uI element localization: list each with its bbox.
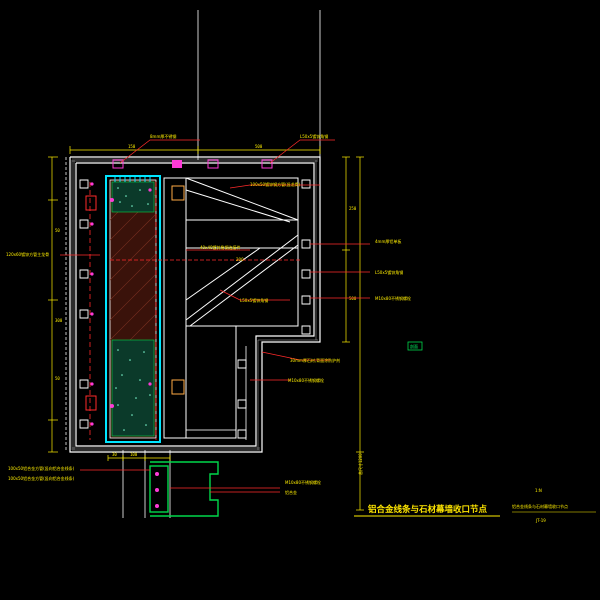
label-right-2: L50x5镀锌角钢 [375,269,403,275]
dimension-left [48,156,58,453]
steel-frame-right [163,177,299,439]
outer-frame [65,156,321,453]
top-fasteners [112,159,273,169]
dim-right-2: 500 [349,296,357,301]
dimension-top [69,146,321,154]
dim-bottom-2: 100 [130,452,138,457]
profile-bolts [155,472,159,508]
label-bottom-left-1: 100x50铝合金方管(竖向铝合金线条) [8,465,75,471]
dim-left-top: 50 [55,228,60,233]
label-lower-1: 30mm厚石材,背面涂防护剂 [290,357,340,363]
section-tag-box [407,341,423,351]
dimension-right [342,156,364,511]
label-right-1: 4mm厚铝单板 [375,238,401,244]
section-tag: 剖面 [410,343,418,349]
label-bottom-right-1: M10x80不锈钢螺栓 [285,479,321,485]
dim-left-mid: 300 [55,318,63,323]
label-bottom-right-2: 铝合金 [285,489,297,495]
label-right-3: M10x80不锈钢螺栓 [375,295,411,301]
label-bottom-left-2: 100x50铝合金方管(竖向铝合金线条) [8,475,75,481]
leader-lines [60,139,370,493]
label-left-mid: 120x60镀锌方管主龙骨 [6,251,49,257]
drawing-title: 铝合金线条与石材幕墙收口节点 [368,504,488,515]
label-diagonal: L50x5镀锌角钢 [240,297,268,303]
dimension-bottom [107,455,171,461]
dim-top-2: 500 [255,144,263,149]
stone-hatch-border [71,158,318,451]
right-fasteners [237,179,311,439]
cyan-hatch-top [114,176,151,182]
label-center-mid: 40x40镀锌角钢连接件 [200,244,241,250]
ref-code: JT-19 [535,518,546,523]
insulation-speckles [115,187,151,431]
ref-scale: 1:N [535,488,542,493]
dim-left-low: 50 [55,376,60,381]
left-fastener-bolts [90,182,94,426]
magenta-marks [110,188,152,408]
cyan-liner [105,175,161,443]
aluminum-profile-bottom [149,461,219,517]
insulation-lower [111,339,155,437]
column-clips [85,185,185,411]
red-centerlines [89,182,300,440]
dim-top-1: 150 [128,144,136,149]
dim-vertical-right: 总尺寸1200 [357,453,363,475]
left-fasteners [79,179,89,429]
insulation-upper [111,181,155,213]
label-center-small: 200 [236,257,244,262]
ref-description: 铝合金线条与石材幕墙收口节点 [512,503,568,509]
dim-bottom-1: 30 [112,452,117,457]
label-top-left: 8mm厚不锈钢 [150,133,176,139]
diagonal-bracing [185,177,299,327]
dim-right-1: 250 [349,206,357,211]
label-lower-2: M10x80不锈钢螺栓 [288,377,324,383]
label-top-right: L50x5镀锌角钢 [300,133,328,139]
label-upper-mid: 100x50镀锌钢方管(竖龙骨) [250,181,301,187]
